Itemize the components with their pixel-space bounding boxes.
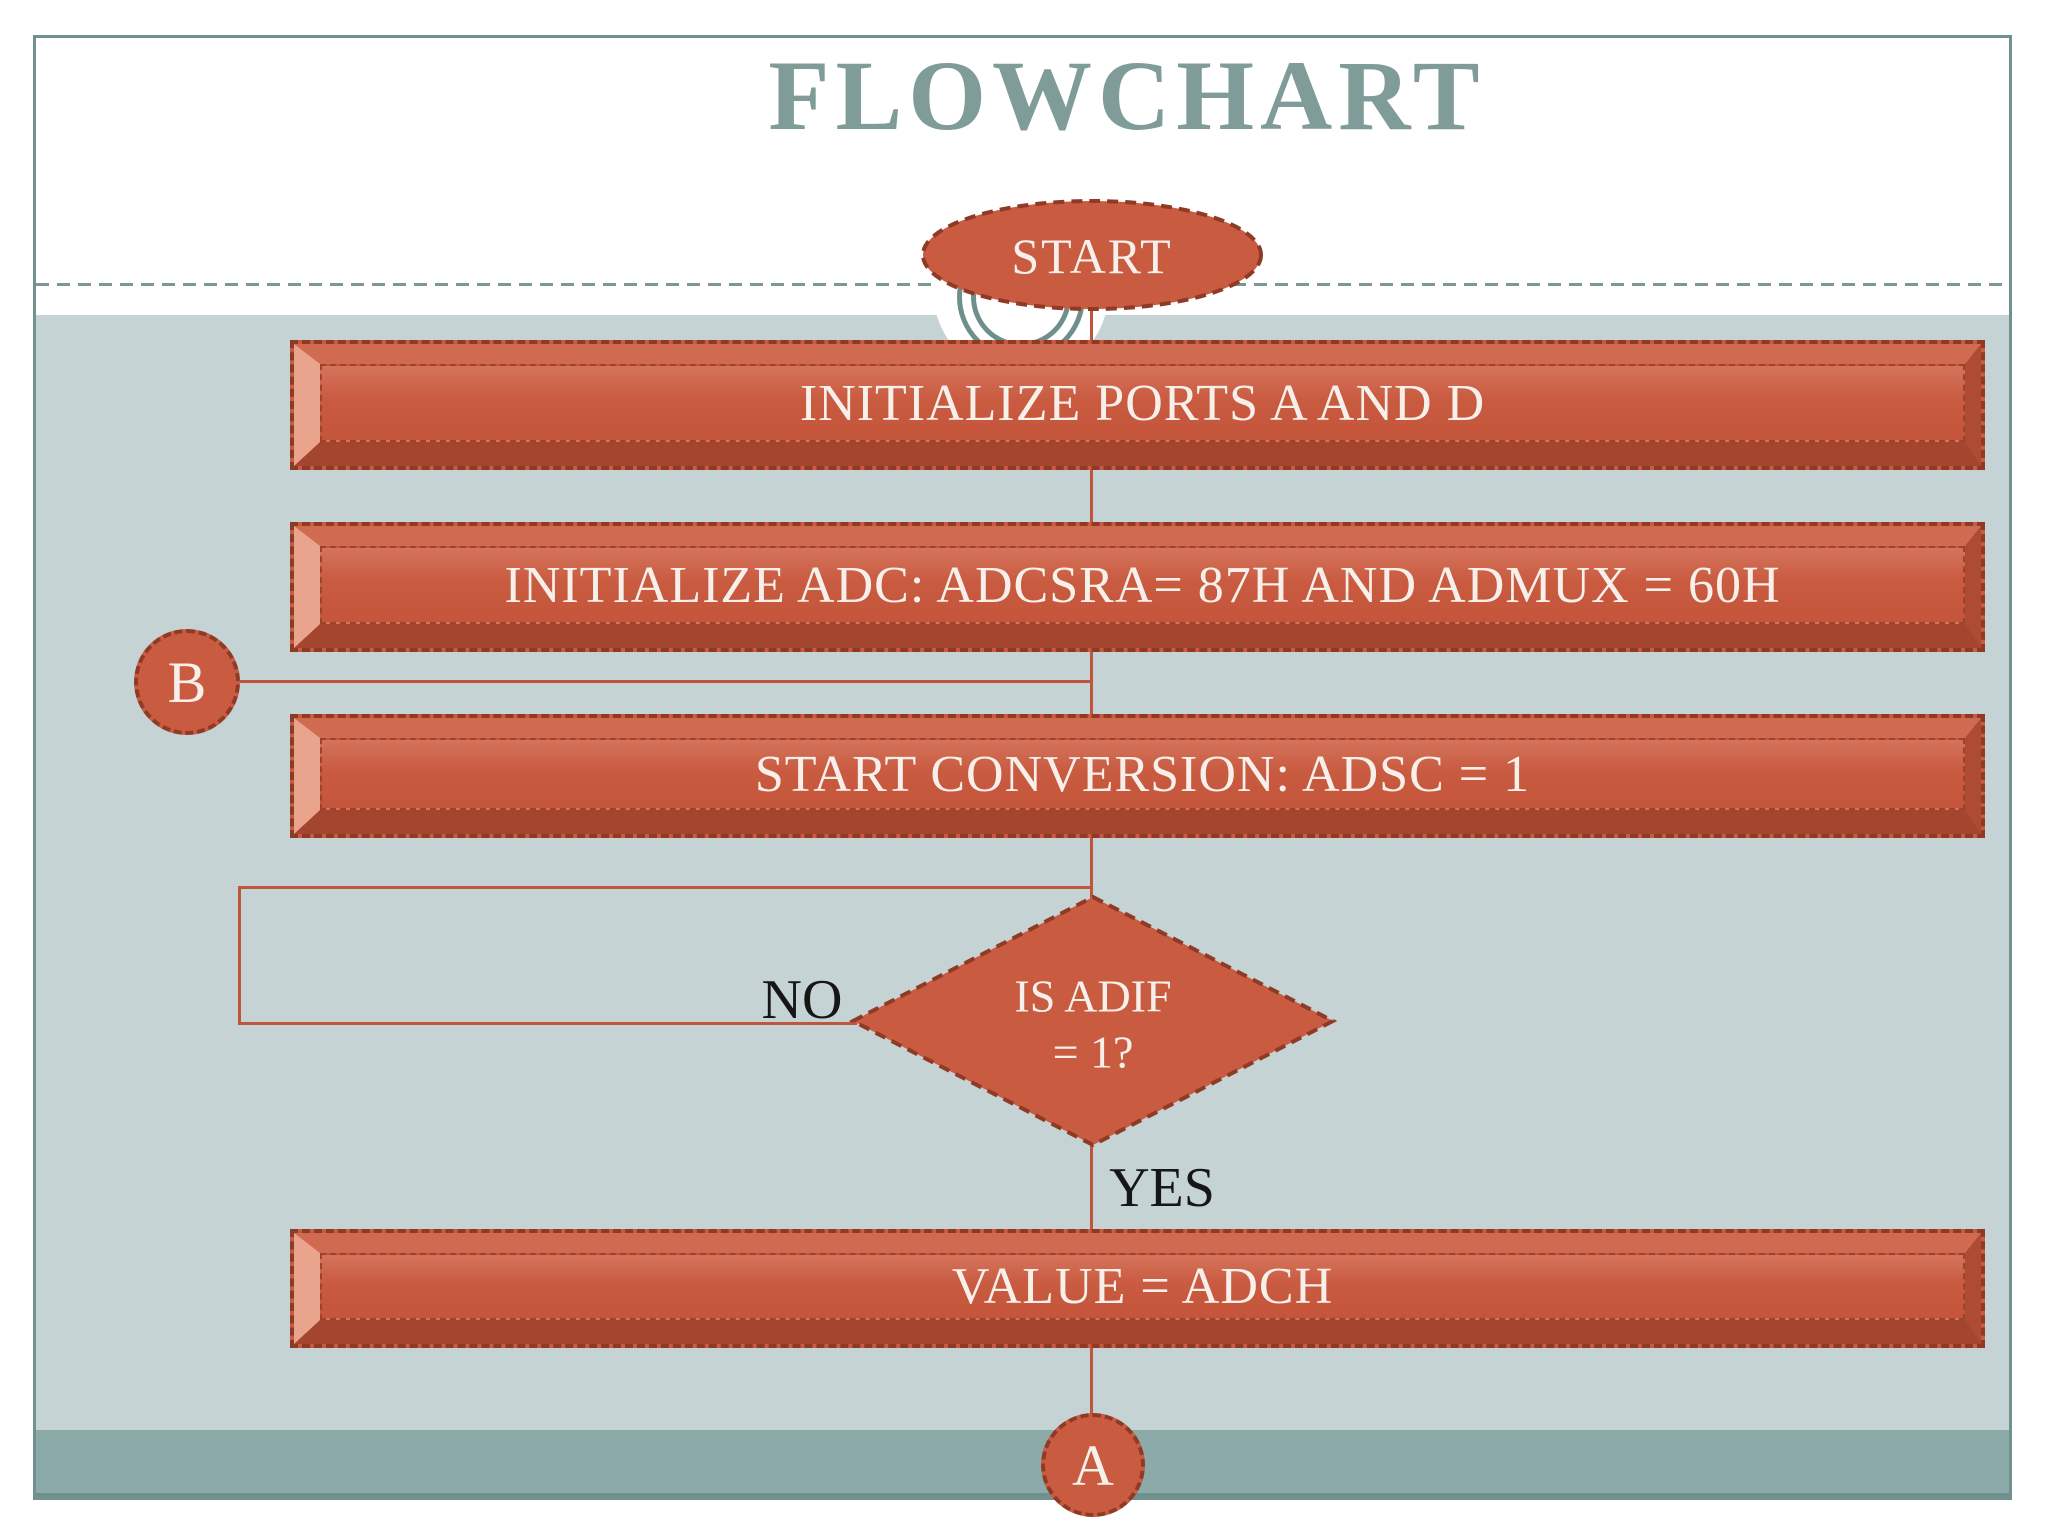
branch-label-no: NO — [761, 969, 843, 1031]
decision-text-line2: = 1? — [1052, 1026, 1134, 1078]
slide-title: FLOWCHART — [768, 40, 1486, 151]
box-bevel — [294, 526, 1981, 648]
offpage-connector-a-label: A — [1072, 1432, 1114, 1498]
process-box-start-conversion: START CONVERSION: ADSC = 1 — [290, 714, 1985, 838]
footer-band — [36, 1430, 2009, 1497]
start-label: START — [1011, 228, 1173, 284]
no-loop-bottom-line — [238, 1022, 857, 1025]
start-terminator — [921, 199, 1263, 311]
process-box-init-ports: INITIALIZE PORTS A AND D — [290, 340, 1985, 470]
offpage-connector-b: B — [134, 629, 240, 735]
process-box-label: VALUE = ADCH — [951, 1258, 1334, 1315]
decision-text-line1: IS ADIF — [1014, 970, 1172, 1022]
box-bevel — [294, 344, 1981, 466]
box-bevel — [294, 1233, 1981, 1344]
no-loop-top-line — [238, 886, 1091, 889]
process-box-label: START CONVERSION: ADSC = 1 — [754, 745, 1531, 803]
main-vertical-connector — [1090, 296, 1093, 1418]
no-loop-left-line — [238, 886, 241, 1025]
offpage-connector-a: A — [1041, 1413, 1145, 1517]
process-box-init-adc: INITIALIZE ADC: ADCSRA= 87H AND ADMUX = … — [290, 522, 1985, 652]
branch-label-yes: YES — [1109, 1157, 1215, 1219]
connector-from-b — [240, 680, 1091, 683]
box-bevel — [294, 718, 1981, 834]
process-box-label: INITIALIZE PORTS A AND D — [799, 374, 1486, 432]
offpage-connector-b-label: B — [167, 649, 207, 715]
process-box-label: INITIALIZE ADC: ADCSRA= 87H AND ADMUX = … — [504, 556, 1781, 614]
decision-diamond — [849, 894, 1337, 1148]
process-box-store-value: VALUE = ADCH — [290, 1229, 1985, 1348]
